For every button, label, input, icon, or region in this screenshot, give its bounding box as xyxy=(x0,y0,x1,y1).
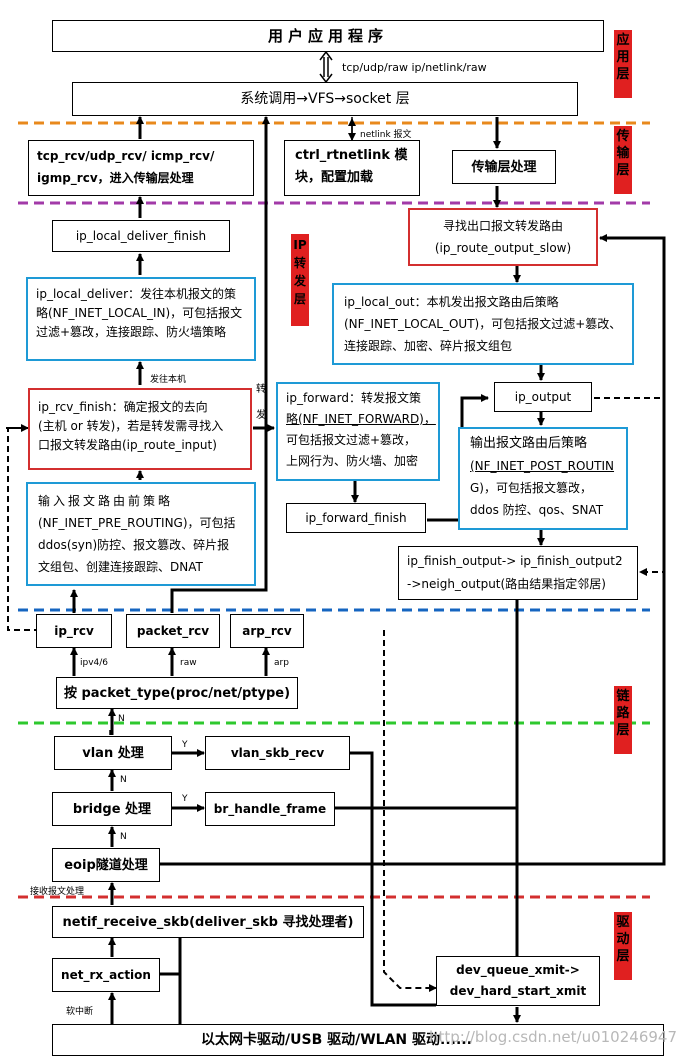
ip-finish-output-box: ip_finish_output-> ip_finish_output2 ->n… xyxy=(398,546,638,600)
label-arp: arp xyxy=(274,658,289,668)
label-netlink-msg: netlink 报文 xyxy=(360,130,412,140)
driver-box: 以太网卡驱动/USB 驱动/WLAN 驱动...... xyxy=(52,1024,664,1056)
layer-tag-app: 应用层 xyxy=(614,30,632,98)
pre-routing-box: 输入报文路由前策略 (NF_INET_PRE_ROUTING)，可包括 ddos… xyxy=(26,482,256,586)
arp-rcv-box: arp_rcv xyxy=(230,614,304,648)
vlan-box: vlan 处理 xyxy=(54,736,172,770)
ip-output-box: ip_output xyxy=(494,382,592,412)
br-handle-frame-box: br_handle_frame xyxy=(205,792,335,826)
label-n-3: N xyxy=(120,832,127,842)
ip-local-out-box: ip_local_out：本机发出报文路由后策略 (NF_INET_LOCAL_… xyxy=(332,283,634,365)
label-n-1: N xyxy=(118,714,125,724)
user-app-box: 用户应用程序 xyxy=(52,20,604,52)
label-soft-irq: 软中断 xyxy=(66,1007,94,1017)
packet-type-box: 按 packet_type(proc/net/ptype) xyxy=(56,677,298,709)
layer-tag-driver: 驱动层 xyxy=(614,912,632,980)
ip-local-deliver-box: ip_local_deliver：发往本机报文的策 略(NF_INET_LOCA… xyxy=(26,277,256,361)
label-recv-proc: 接收报文处理 xyxy=(30,887,85,897)
ip-local-deliver-finish-box: ip_local_deliver_finish xyxy=(52,220,230,252)
label-y-2: Y xyxy=(182,794,188,804)
packet-rcv-box: packet_rcv xyxy=(126,614,220,648)
label-n-2: N xyxy=(120,775,127,785)
tcp-rcv-box: tcp_rcv/udp_rcv/ icmp_rcv/ igmp_rcv，进入传输… xyxy=(28,140,254,196)
layer-tag-link: 链路层 xyxy=(614,686,632,754)
layer-tag-transport: 传输层 xyxy=(614,126,632,194)
ctrl-rtnetlink-box: ctrl_rtnetlink 模 块，配置加载 xyxy=(284,140,420,196)
label-forward-1: 转 xyxy=(256,384,266,395)
vlan-skb-recv-box: vlan_skb_recv xyxy=(205,736,350,770)
transport-proc-box: 传输层处理 xyxy=(452,150,556,184)
net-rx-action-box: net_rx_action xyxy=(52,958,160,992)
ip-rcv-finish-box: ip_rcv_finish：确定报文的去向 (主机 or 转发)，若是转发需寻找… xyxy=(28,388,252,470)
label-forward-2: 发 xyxy=(256,410,266,421)
ip-forward-box: ip_forward：转发报文策 略(NF_INET_FORWARD)， 可包括… xyxy=(276,382,440,481)
ip-rcv-box: ip_rcv xyxy=(36,614,112,648)
ip-forward-finish-box: ip_forward_finish xyxy=(286,503,426,533)
bridge-box: bridge 处理 xyxy=(52,792,172,826)
layer-tag-ip-forward: IP转发层 xyxy=(291,234,309,326)
label-raw: raw xyxy=(180,658,197,668)
syscall-box: 系统调用→VFS→socket 层 xyxy=(72,82,578,116)
post-routing-box: 输出报文路由后策略 (NF_INET_POST_ROUTIN G)，可包括报文篡… xyxy=(458,427,628,530)
label-to-local: 发往本机 xyxy=(150,375,187,385)
route-output-box: 寻找出口报文转发路由 (ip_route_output_slow) xyxy=(408,208,598,266)
eoip-box: eoip隧道处理 xyxy=(52,848,160,882)
watermark: http://blog.csdn.net/u010246947 xyxy=(428,1028,677,1046)
dev-queue-xmit-box: dev_queue_xmit-> dev_hard_start_xmit xyxy=(436,956,600,1006)
label-ipv4-6: ipv4/6 xyxy=(80,658,109,668)
label-tcp-udp: tcp/udp/raw ip/netlink/raw xyxy=(342,61,487,74)
netif-receive-skb-box: netif_receive_skb(deliver_skb 寻找处理者) xyxy=(52,906,364,938)
label-y-1: Y xyxy=(182,740,188,750)
